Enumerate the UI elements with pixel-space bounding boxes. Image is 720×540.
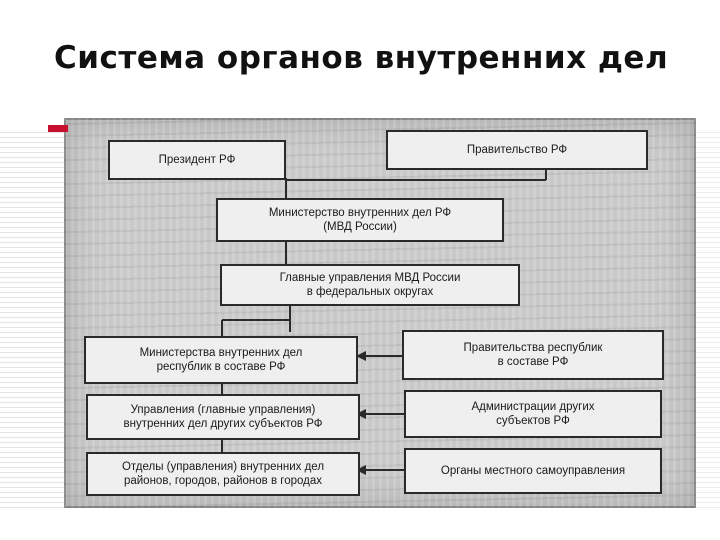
box-other-departments: Управления (главные управления) внутренн… — [86, 394, 360, 440]
box-main-departments: Главные управления МВД России в федераль… — [220, 264, 520, 306]
accent-bar — [48, 125, 68, 132]
box-government: Правительство РФ — [386, 130, 648, 170]
box-district-departments: Отделы (управления) внутренних дел район… — [86, 452, 360, 496]
box-other-administrations: Администрации других субъектов РФ — [404, 390, 662, 438]
connector-lines — [221, 168, 547, 475]
arrowhead-local — [356, 465, 366, 475]
box-president: Президент РФ — [108, 140, 286, 180]
box-republic-ministries: Министерства внутренних дел республик в … — [84, 336, 358, 384]
page-title: Система органов внутренних дел — [54, 40, 669, 76]
arrowhead-republic — [356, 351, 366, 361]
arrowhead-admin — [356, 409, 366, 419]
box-ministry: Министерство внутренних дел РФ (МВД Росс… — [216, 198, 504, 242]
box-local-government: Органы местного самоуправления — [404, 448, 662, 494]
org-chart-scan: Президент РФ Правительство РФ Министерст… — [64, 118, 696, 508]
box-republic-governments: Правительства республик в составе РФ — [402, 330, 664, 380]
